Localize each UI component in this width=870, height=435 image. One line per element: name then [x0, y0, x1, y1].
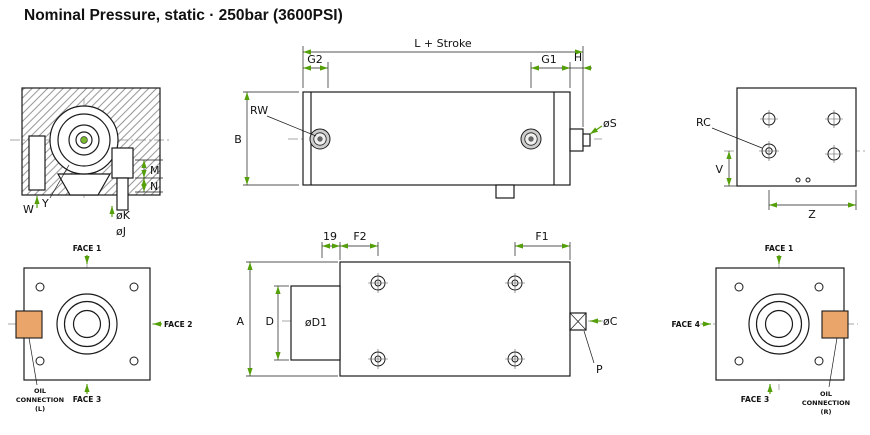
oil-connection-block-right: [821, 310, 849, 339]
bolt-hole: [35, 282, 45, 292]
label-face1: FACE 1: [73, 244, 102, 253]
label-dim-f1: F1: [535, 230, 548, 243]
cylinder-body-end: [736, 87, 857, 187]
side-connection-stub: [569, 128, 584, 152]
pilot-green-dot: [80, 136, 88, 144]
leader-oil-right: [828, 337, 838, 388]
label-dim-b: B: [234, 133, 242, 146]
bottom-boss: [495, 184, 515, 199]
label-dim-l-stroke: L + Stroke: [414, 37, 472, 50]
leader-p: [583, 330, 595, 364]
label-face3: FACE 3: [741, 395, 770, 404]
label-dim-oj: øJ: [116, 225, 126, 238]
label-dim-m: M: [150, 164, 160, 177]
label-port-rc: RC: [696, 116, 711, 129]
label-face3: FACE 3: [73, 395, 102, 404]
clamp-wedge: [56, 173, 112, 196]
label-face1: FACE 1: [765, 244, 794, 253]
label-face2: FACE 2: [164, 320, 193, 329]
view-face-left: FACE 1 FACE 2 FACE 3 OIL CONNECTION (L): [8, 244, 193, 413]
dim-f1: [514, 242, 571, 260]
leader-y: [49, 164, 70, 199]
bore-circles: [748, 293, 810, 355]
page-title: Nominal Pressure, static · 250bar (3600P…: [24, 7, 343, 24]
bolt-hole: [129, 282, 139, 292]
through-hole: [116, 177, 129, 211]
small-hole: [795, 177, 801, 183]
dim-19-f2: [321, 242, 379, 260]
bolt-hole: [814, 356, 824, 366]
label-oil-line1: OIL: [34, 387, 46, 395]
label-dim-p: P: [596, 363, 603, 376]
left-mounting-bolt: [28, 135, 46, 191]
label-oil-line2: CONNECTION: [16, 396, 64, 404]
dim-d: [274, 285, 289, 361]
bore-outline: [290, 285, 341, 361]
dim-v: [724, 151, 737, 187]
label-dim-g2: G2: [307, 53, 323, 66]
center-bore: [49, 105, 119, 175]
label-dim-od1: øD1: [305, 316, 327, 329]
label-oil-line3: (R): [821, 408, 832, 416]
dim-g2: [303, 62, 329, 88]
label-dim-z: Z: [808, 208, 816, 221]
counterbore-hole: [111, 147, 134, 179]
bolt-hole: [734, 282, 744, 292]
label-oil-line1: OIL: [820, 390, 832, 398]
label-dim-os: øS: [603, 117, 617, 130]
label-dim-d: D: [266, 315, 274, 328]
dim-a: [246, 261, 338, 377]
label-dim-h: H: [574, 51, 582, 64]
label-dim-f2: F2: [353, 230, 366, 243]
dim-os-arrow: [589, 125, 603, 135]
label-dim-v: V: [715, 163, 723, 176]
view-plan: øD1 A D 19 F2: [236, 230, 618, 377]
view-side-elevation: L + Stroke G2 G1 H: [234, 37, 617, 199]
oil-port-rw: [309, 128, 331, 150]
bore-circles: [56, 293, 118, 355]
dim-z: [768, 190, 857, 210]
label-dim-ok: øK: [116, 209, 131, 222]
label-dim-oc: øC: [603, 315, 618, 328]
oc-port-symbol: [569, 312, 587, 331]
dim-b: [243, 91, 299, 186]
bolt-hole: [734, 356, 744, 366]
label-dim-19: 19: [323, 230, 337, 243]
label-dim-a: A: [236, 315, 244, 328]
bolt-hole: [129, 356, 139, 366]
oil-connection-block-left: [15, 310, 43, 339]
label-dim-n: N: [150, 180, 158, 193]
oil-port-right: [520, 128, 542, 150]
label-face4: FACE 4: [671, 320, 700, 329]
dim-m-n: [135, 159, 163, 193]
label-dim-w: W: [23, 203, 34, 216]
label-dim-g1: G1: [541, 53, 557, 66]
leader-rc: [711, 127, 763, 149]
label-dim-y: Y: [41, 197, 49, 210]
label-port-rw: RW: [250, 104, 268, 117]
side-connection-tip: [582, 133, 591, 147]
bolt-hole: [35, 356, 45, 366]
view-face-right: FACE 1 FACE 4 FACE 3 OIL CONNECTION (R): [671, 244, 858, 416]
small-hole: [805, 177, 811, 183]
bolt-hole: [814, 282, 824, 292]
label-oil-line2: CONNECTION: [802, 399, 850, 407]
leader-rw: [266, 115, 317, 137]
leader-oil-left: [28, 337, 38, 386]
label-oil-line3: (L): [35, 405, 45, 413]
view-end-right: RC V Z: [696, 87, 866, 221]
view-section-mount: M N W Y øK øJ: [10, 87, 172, 238]
